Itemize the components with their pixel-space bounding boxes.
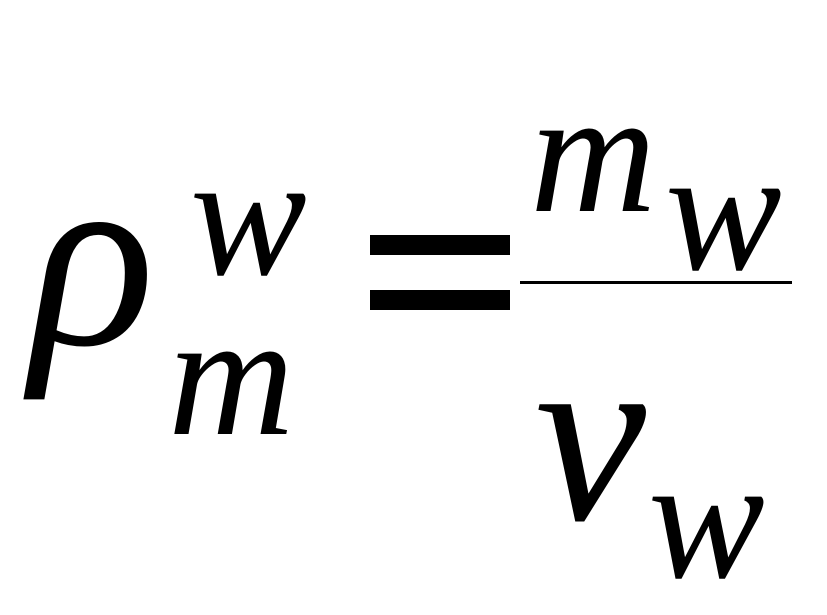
denominator-base: v [535,297,646,574]
numerator-subscript: w [665,113,782,307]
rho-symbol: ρ [30,113,155,401]
denominator-subscript: w [648,421,765,615]
fraction-line [520,281,792,284]
equals-bar-bottom [370,290,510,310]
equals-bar-top [370,235,510,255]
lhs-subscript: m [168,278,295,472]
lhs-superscript: w [190,118,307,312]
numerator-base: m [530,55,657,249]
